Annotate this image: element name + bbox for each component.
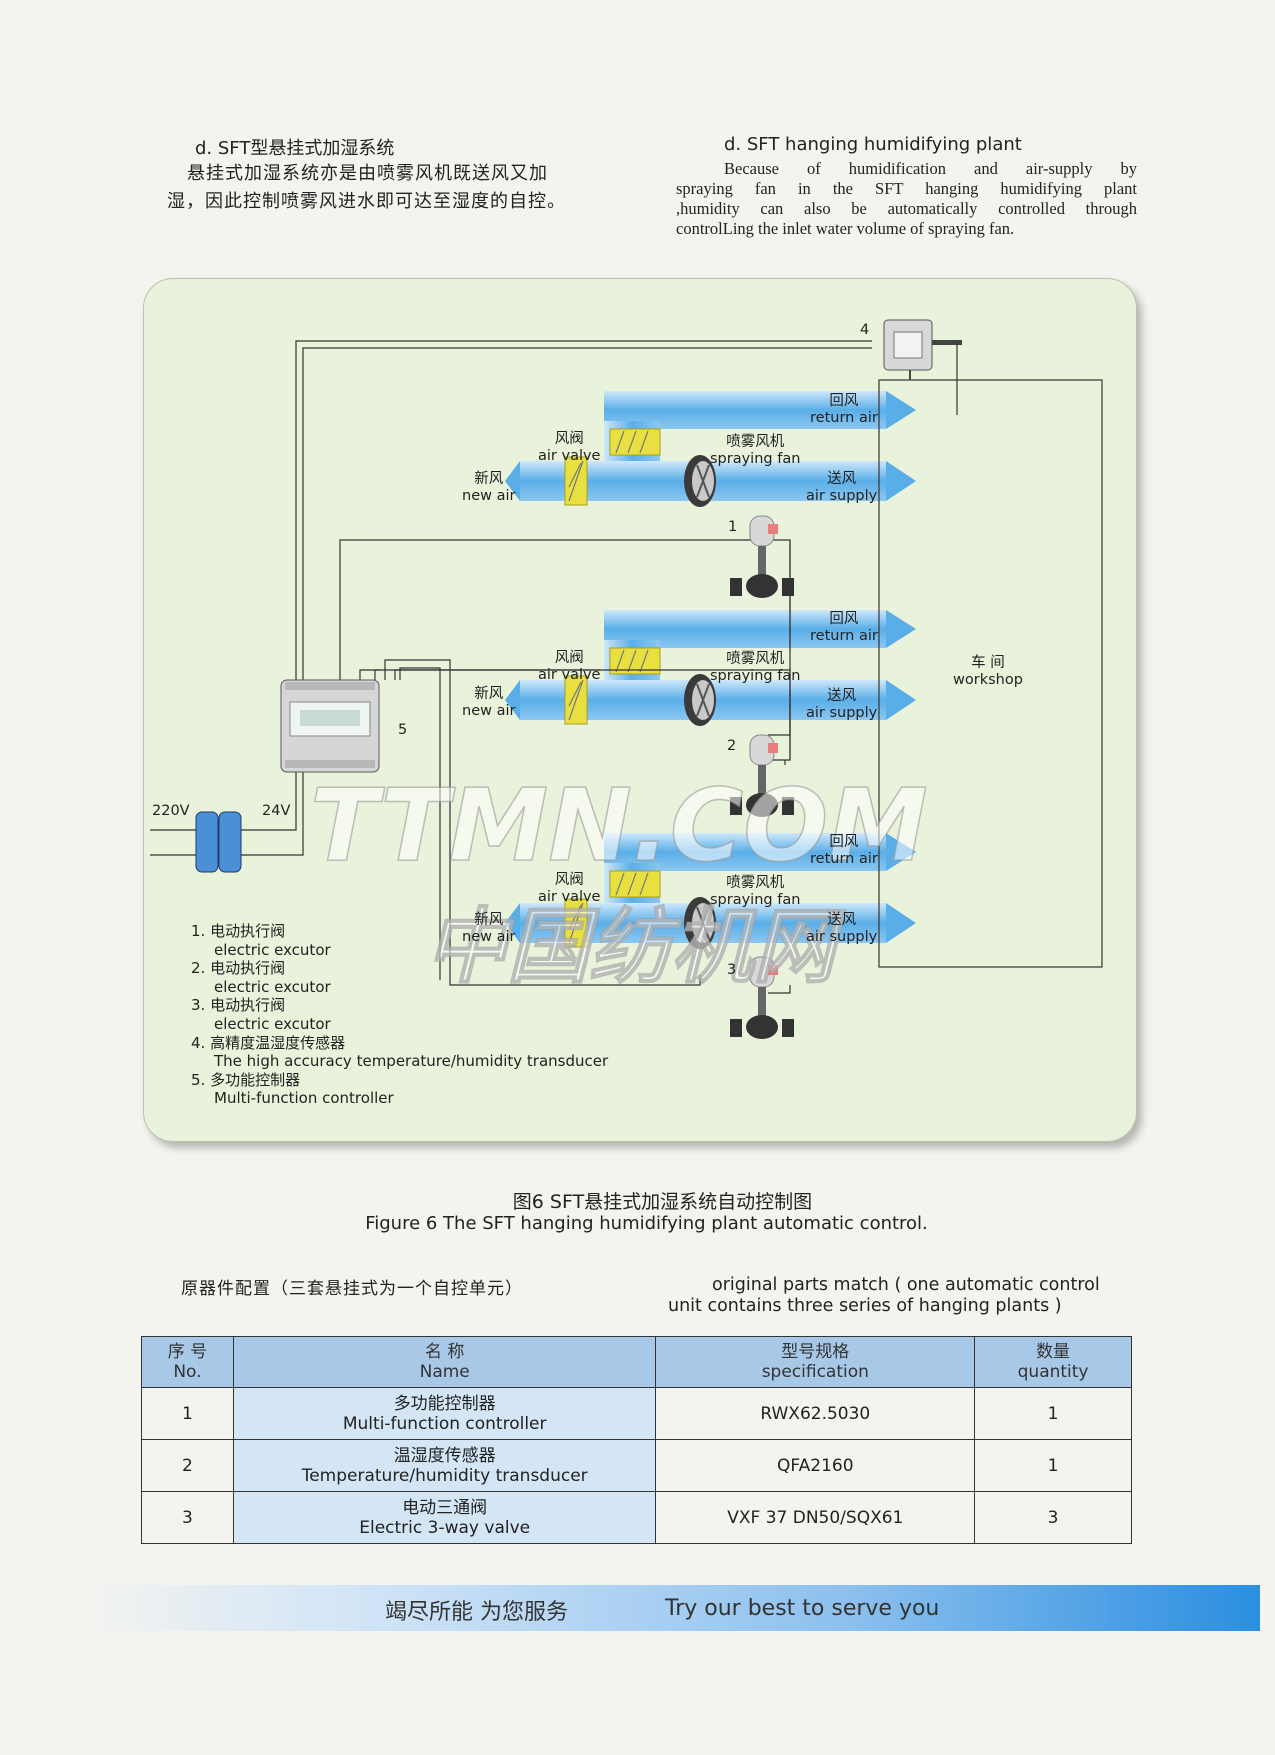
valve-number-3: 3 [727,962,737,978]
footer-slogan-en: Try our best to serve you [665,1596,940,1621]
legend-item-en: electric excutor [214,940,331,959]
sensor-number-4: 4 [860,322,870,338]
valve-number-2: 2 [727,738,737,754]
heading-en: d. SFT hanging humidifying plant [724,134,1022,155]
paragraph-en-line: controlLing the inlet water volume of sp… [676,219,1015,238]
voltage-24-label: 24V [262,803,291,819]
paragraph-cn-line: 悬挂式加湿系统亦是由喷雾风机既送风又加 [187,163,548,184]
heading-cn: d. SFT型悬挂式加湿系统 [195,138,395,159]
valve-number-1: 1 [728,519,738,535]
watermark-text: TTMN.COM [310,767,928,884]
parts-title-cn: 原器件配置（三套悬挂式为一个自控单元） [181,1279,523,1299]
transformer-icon [195,811,219,873]
paragraph-cn-line: 湿，因此控制喷雾风进水即可达至湿度的自控。 [167,191,566,212]
parts-title-en: original parts match ( one automatic con… [668,1275,1100,1316]
watermark-text-cn: 中国纺机网 [425,900,846,995]
legend-item: 5. 多功能控制器 [191,1070,301,1089]
controller-number-5: 5 [398,722,408,738]
paragraph-cn: 悬挂式加湿系统亦是由喷雾风机既送风又加 湿，因此控制喷雾风进水即可达至湿度的自控… [167,160,617,216]
workshop-box [878,379,1103,968]
figure-caption-cn: 图6 SFT悬挂式加湿系统自动控制图 [512,1191,813,1213]
legend-item-en: Multi-function controller [214,1089,394,1108]
legend-item: 1. 电动执行阀 [191,922,286,940]
legend-item: 4. 高精度温湿度传感器 [191,1033,346,1052]
paragraph-en-line: ,humidity can also be automatically cont… [676,199,1137,218]
paragraph-en-line: spraying fan in the SFT hanging humidify… [676,179,1137,198]
legend-item-en: electric excutor [214,977,331,996]
voltage-220-label: 220V [152,803,190,819]
legend-item: 2. 电动执行阀 [191,959,286,978]
legend-item-en: electric excutor [214,1014,331,1033]
paragraph-en-line: Because of humidification and air-supply… [724,159,1137,178]
diagram-legend: 1. 电动执行阀 electric excutor 2. 电动执行阀 elect… [191,922,608,1108]
paragraph-en: Because of humidification and air-supply… [676,159,1137,239]
footer-slogan-cn: 竭尽所能 为您服务 [385,1600,568,1625]
figure-caption-en: Figure 6 The SFT hanging humidifying pla… [365,1213,928,1234]
legend-item-en: The high accuracy temperature/humidity t… [214,1052,609,1071]
footer-band [90,1585,1260,1631]
control-wiring [150,340,958,994]
legend-item: 3. 电动执行阀 [191,996,286,1015]
